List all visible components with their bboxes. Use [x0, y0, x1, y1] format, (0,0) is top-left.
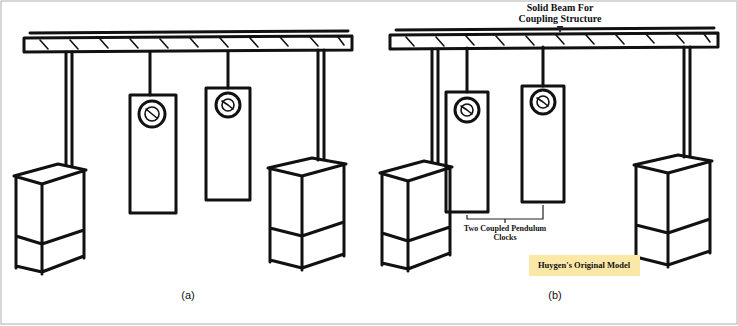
leader-bracket: [467, 205, 543, 223]
clock-hanger: [149, 52, 152, 95]
pendulum-clock: [446, 48, 488, 212]
clock-case: [130, 95, 176, 213]
panel-label: (b): [535, 289, 575, 301]
clock-case: [522, 86, 564, 202]
beam-annotation: Solid Beam For Coupling Structure: [508, 2, 612, 24]
clock-hanger: [466, 48, 469, 92]
clock-face: [139, 101, 165, 127]
clock-hands: [222, 101, 233, 109]
clocks-annotation-box: Two Coupled Pendulum Clocks: [453, 225, 557, 243]
clock-hands: [461, 106, 472, 114]
beam-annotation-box: Solid Beam For Coupling Structure: [508, 2, 612, 24]
clock-hanger: [542, 47, 545, 86]
panel-b-frame: [380, 28, 718, 271]
clock-dial: [145, 107, 159, 121]
clock-hanger: [227, 52, 230, 88]
clock-dial: [222, 99, 234, 111]
pendulum-clock: [522, 47, 564, 202]
clocks-annotation: Two Coupled Pendulum Clocks: [453, 225, 557, 243]
clock-face: [455, 98, 479, 122]
panel-label-box: (b): [535, 289, 575, 301]
pendulum-clock: [130, 52, 176, 213]
panel-label: (a): [168, 289, 208, 301]
clock-dial: [461, 104, 473, 116]
box-text: Huygen's Original Model: [537, 260, 632, 270]
clock-case: [446, 92, 488, 212]
title-box: Huygen's Original Model: [529, 255, 640, 276]
panel-a-frame: [14, 31, 352, 274]
clock-face: [531, 90, 555, 114]
clock-case: [206, 88, 250, 200]
clock-hands: [537, 98, 548, 106]
leader-arrow: [559, 26, 560, 32]
clock-dial: [537, 96, 549, 108]
pendulum-clock: [206, 52, 250, 200]
clock-hands: [146, 109, 157, 118]
clock-face: [216, 93, 240, 117]
panel-label-box: (a): [168, 289, 208, 301]
